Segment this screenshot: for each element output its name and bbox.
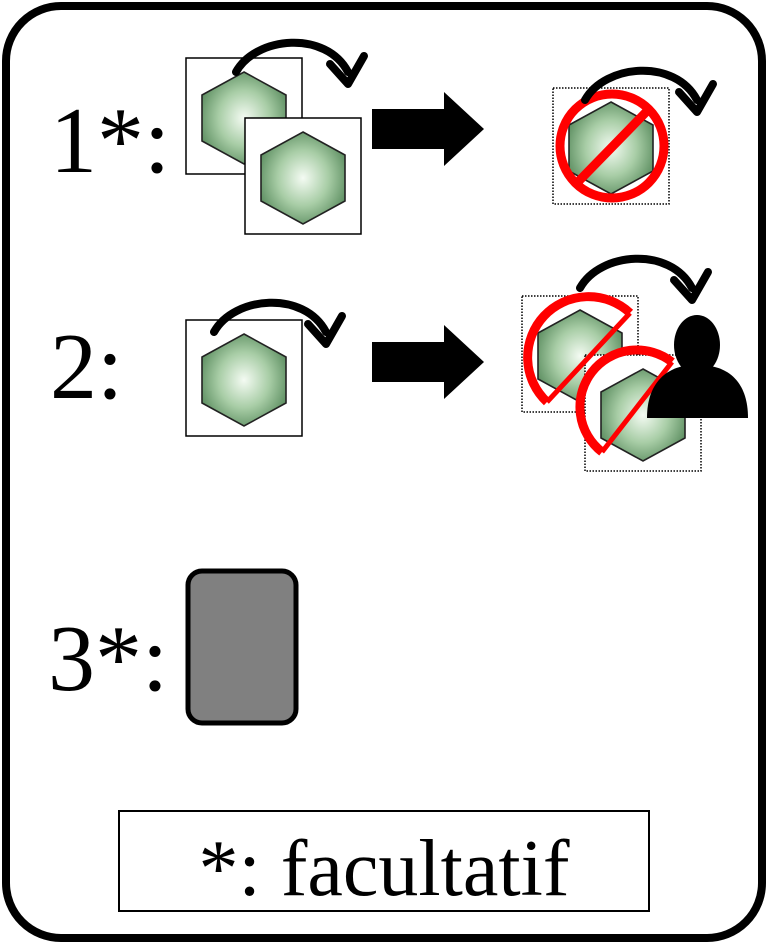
rule-3-label: 3*: <box>48 607 168 711</box>
prohibited-icon <box>555 89 669 203</box>
rule-2-label: 2: <box>50 315 123 419</box>
rule-2-result <box>521 259 748 472</box>
prohibited-icon <box>523 292 634 406</box>
prohibited-icon <box>575 345 675 456</box>
rule-1-label: 1*: <box>50 89 170 193</box>
hexagon-token-icon <box>185 319 303 437</box>
person-silhouette-icon <box>647 315 748 418</box>
hexagon-token-icon <box>244 117 362 235</box>
legend-text: *: facultatif <box>199 825 570 913</box>
grey-card-icon <box>185 568 299 726</box>
rule-1-result <box>552 71 713 205</box>
legend: *: facultatif <box>118 810 650 913</box>
